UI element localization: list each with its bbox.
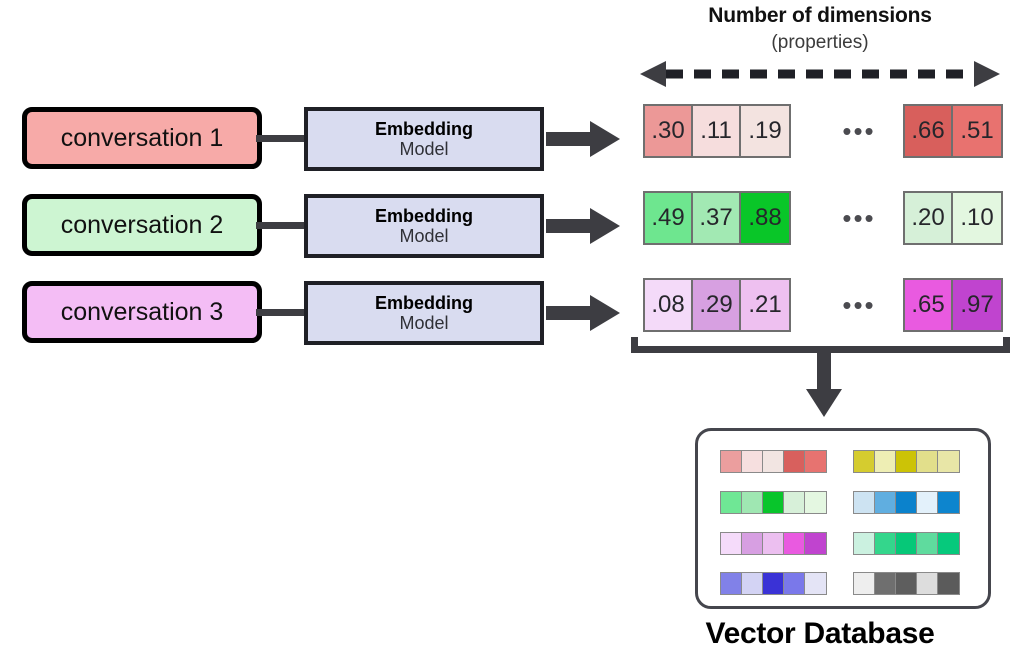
db-swatch — [784, 451, 805, 472]
vector-ellipsis-1: ••• — [842, 116, 876, 146]
vector-row-2-right: .20 .10 — [903, 191, 1003, 245]
connector-line-1 — [256, 135, 308, 142]
db-swatch — [742, 573, 763, 594]
db-swatch — [896, 533, 917, 554]
vector-cell: .49 — [645, 193, 693, 243]
db-vector-row — [720, 491, 827, 514]
vector-row-1-right: .66 .51 — [903, 104, 1003, 158]
vector-cell: .66 — [905, 106, 953, 156]
db-swatch — [938, 533, 959, 554]
vector-row-3-left: .08 .29 .21 — [643, 278, 791, 332]
db-swatch — [721, 451, 742, 472]
db-swatch — [721, 492, 742, 513]
flow-arrow-icon-2 — [546, 208, 620, 244]
db-swatch — [875, 533, 896, 554]
db-swatch — [763, 492, 784, 513]
model-subtitle: Model — [399, 313, 449, 333]
db-swatch — [917, 573, 938, 594]
vector-cell: .51 — [953, 106, 1001, 156]
db-swatch — [784, 533, 805, 554]
vector-cell: .97 — [953, 280, 1001, 330]
db-vector-row — [720, 532, 827, 555]
vector-database-label: Vector Database — [705, 617, 935, 650]
db-swatch — [854, 533, 875, 554]
db-vector-row — [853, 572, 960, 595]
vector-cell: .88 — [741, 193, 789, 243]
db-swatch — [763, 573, 784, 594]
model-title: Embedding — [375, 118, 473, 139]
vector-cell: .10 — [953, 193, 1001, 243]
db-swatch — [854, 492, 875, 513]
db-vector-row — [720, 572, 827, 595]
connector-line-2 — [256, 222, 308, 229]
db-swatch — [938, 573, 959, 594]
arrow-down-icon — [804, 349, 844, 417]
model-subtitle: Model — [399, 139, 449, 159]
db-swatch — [763, 451, 784, 472]
db-swatch — [896, 492, 917, 513]
embedding-model-box-1[interactable]: Embedding Model — [304, 107, 544, 171]
conversation-label: conversation 1 — [60, 123, 224, 152]
vector-row-1-left: .30 .11 .19 — [643, 104, 791, 158]
model-title: Embedding — [375, 205, 473, 226]
db-swatch — [875, 573, 896, 594]
conversation-box-3[interactable]: conversation 3 — [22, 281, 262, 343]
db-swatch — [742, 533, 763, 554]
db-swatch — [917, 451, 938, 472]
db-vector-row — [853, 491, 960, 514]
vector-cell: .20 — [905, 193, 953, 243]
db-swatch — [805, 573, 826, 594]
embedding-model-box-3[interactable]: Embedding Model — [304, 281, 544, 345]
vector-cell: .19 — [741, 106, 789, 156]
embedding-model-box-2[interactable]: Embedding Model — [304, 194, 544, 258]
db-vector-row — [853, 450, 960, 473]
vector-cell: .37 — [693, 193, 741, 243]
db-swatch — [875, 451, 896, 472]
db-vector-row — [720, 450, 827, 473]
db-swatch — [721, 533, 742, 554]
db-swatch — [938, 451, 959, 472]
conversation-label: conversation 2 — [60, 210, 224, 239]
db-swatch — [805, 451, 826, 472]
vector-cell: .29 — [693, 280, 741, 330]
vector-cell: .65 — [905, 280, 953, 330]
db-swatch — [742, 492, 763, 513]
flow-arrow-icon-3 — [546, 295, 620, 331]
db-swatch — [875, 492, 896, 513]
db-swatch — [896, 451, 917, 472]
double-headed-dashed-arrow-icon — [640, 60, 1000, 88]
flow-arrow-icon-1 — [546, 121, 620, 157]
db-swatch — [784, 492, 805, 513]
db-swatch — [917, 492, 938, 513]
db-swatch — [742, 451, 763, 472]
vector-database-box[interactable] — [695, 428, 991, 609]
conversation-box-2[interactable]: conversation 2 — [22, 194, 262, 256]
vector-cell: .21 — [741, 280, 789, 330]
db-vector-row — [853, 532, 960, 555]
dimensions-title: Number of dimensions — [708, 4, 932, 27]
db-swatch — [854, 451, 875, 472]
connector-line-3 — [256, 309, 308, 316]
db-swatch — [938, 492, 959, 513]
db-swatch — [784, 573, 805, 594]
conversation-box-1[interactable]: conversation 1 — [22, 107, 262, 169]
vector-cell: .08 — [645, 280, 693, 330]
vector-cell: .30 — [645, 106, 693, 156]
db-swatch — [805, 492, 826, 513]
vector-cell: .11 — [693, 106, 741, 156]
conversation-label: conversation 3 — [60, 297, 224, 326]
dimensions-subtitle: (properties) — [771, 32, 869, 53]
vector-ellipsis-2: ••• — [842, 203, 876, 233]
db-swatch — [763, 533, 784, 554]
db-swatch — [917, 533, 938, 554]
db-swatch — [721, 573, 742, 594]
db-swatch — [854, 573, 875, 594]
db-swatch — [896, 573, 917, 594]
vector-row-2-left: .49 .37 .88 — [643, 191, 791, 245]
vector-ellipsis-3: ••• — [842, 290, 876, 320]
db-swatch — [805, 533, 826, 554]
model-title: Embedding — [375, 292, 473, 313]
model-subtitle: Model — [399, 226, 449, 246]
vector-row-3-right: .65 .97 — [903, 278, 1003, 332]
